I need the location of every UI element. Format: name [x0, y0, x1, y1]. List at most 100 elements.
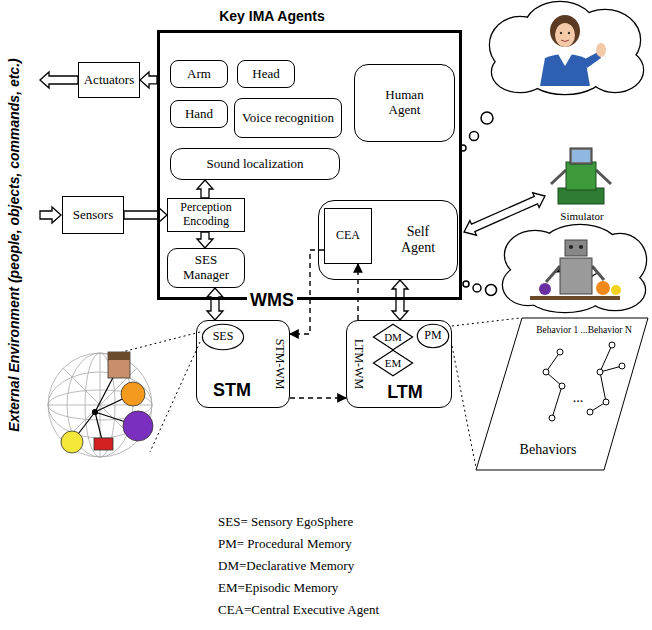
thought-cloud-fill-part: [492, 52, 548, 92]
ellipsis-label: ...: [573, 390, 584, 406]
agent-box: Self AgentCEA: [318, 200, 458, 280]
diamond-shape: [373, 350, 412, 375]
agent-region: Key IMA AgentsArmHeadHuman AgentHandVoic…: [157, 30, 462, 300]
robot-figure-part: [530, 296, 620, 300]
memory-box: LTMLTM-WMDMEMPM: [346, 320, 452, 408]
environment-label: External Environment (people, objects, c…: [6, 58, 22, 431]
memory-diamond: EM: [373, 350, 413, 376]
box-heading: Key IMA Agents: [219, 8, 325, 24]
egosphere-grid-part: [48, 353, 152, 457]
box-label: Perception Encoding: [172, 201, 240, 229]
human-figure-part: [596, 43, 606, 57]
human-figure-part: [560, 32, 562, 34]
robot-figure-part: [579, 245, 583, 249]
simulator-link-arrow: [464, 193, 545, 235]
egosphere-leader-lines: [122, 332, 200, 452]
memory-diamond: DM: [373, 324, 413, 350]
box-heading: STM: [213, 380, 251, 401]
agent-box: Head: [237, 60, 295, 88]
robot-figure-part: [565, 240, 587, 256]
diamond-outline: [373, 324, 413, 350]
dashed-arrow: [357, 264, 358, 320]
behaviors-panel-part: [476, 318, 648, 470]
behavior-graphs-part: [619, 363, 625, 369]
egosphere-links-part: [93, 410, 98, 415]
thought-bubbles-part: [486, 285, 497, 296]
panel-label: Behavior 1 ...Behavior N: [536, 325, 632, 336]
abbreviation-note: CEA=Central Executive Agent: [218, 603, 379, 618]
behavior-graphs-part: [587, 409, 593, 415]
memory-box: STMSTM-WMSES: [196, 320, 290, 408]
abbreviation-note: EM=Episodic Memory: [218, 581, 338, 596]
actuator-output-arrow: [40, 72, 78, 88]
ellipse-outline: [202, 324, 244, 350]
egosphere-objects: [61, 352, 153, 453]
thought-bubbles: [463, 281, 497, 296]
abbreviation-note: DM=Declarative Memory: [218, 559, 354, 574]
behavior-graphs-part: [603, 399, 609, 405]
human-figure-part: [555, 23, 575, 47]
simulator-robot-part: [566, 162, 596, 190]
robot-figure-part: [592, 266, 604, 280]
behavior-graphs-part: [590, 372, 606, 412]
human-figure-part: [568, 32, 570, 34]
robot-figure-part: [539, 283, 551, 295]
simulator-link-arrow-part: [464, 193, 545, 235]
thought-bubbles: [460, 112, 493, 151]
box-label: Sensors: [73, 208, 113, 223]
box-label: SES Manager: [172, 253, 240, 283]
abbreviation-note: SES= Sensory EgoSphere: [218, 515, 353, 530]
behaviors-panel: [476, 318, 648, 470]
block-arrow: [197, 180, 213, 198]
robot-figure-part: [560, 258, 592, 294]
process-box: Perception Encoding: [167, 198, 245, 232]
human-figure-part: [540, 54, 590, 86]
agent-box: Hand: [170, 100, 228, 128]
behavior-graphs: [543, 342, 625, 421]
ellipse-outline: [417, 324, 449, 348]
behavior-graphs-part: [559, 383, 565, 389]
robot-figure-part: [596, 281, 610, 295]
robot-cloud-outline: [503, 225, 646, 312]
agent-box: Human Agent: [354, 64, 455, 142]
behavior-graphs-part: [543, 369, 549, 375]
egosphere-leader-lines-part: [150, 342, 200, 452]
egosphere-objects-part: [108, 352, 130, 378]
sensor-input-arrow: [40, 207, 61, 223]
memory-ellipse: PM: [417, 324, 449, 348]
box-heading: Self Agent: [392, 224, 444, 256]
diamond-outline: [373, 350, 413, 376]
behavior-leader-lines-part: [452, 346, 476, 468]
ellipse-shape: [417, 324, 448, 348]
diamond-shape: [373, 324, 412, 349]
region-label: WMS: [247, 290, 297, 311]
box-label: EM: [385, 357, 402, 370]
box-side-label: LTM-WM: [351, 339, 365, 389]
box-side-label: STM-WM: [272, 339, 286, 390]
robot-figure-part: [611, 285, 621, 295]
human-figure: [540, 15, 606, 86]
block-arrow: [140, 72, 157, 88]
human-figure-part: [561, 40, 569, 42]
egosphere-objects-part: [94, 438, 113, 450]
egosphere-leader-lines-part: [122, 332, 200, 352]
thought-bubbles-part: [470, 132, 479, 141]
robot-cloud-fill: [503, 225, 646, 312]
robot-figure-part: [546, 266, 560, 282]
behavior-graphs-part: [609, 342, 615, 348]
thought-cloud-outline-part: [492, 52, 548, 92]
agent-box: Voice recognition: [234, 98, 342, 138]
block-arrow: [197, 232, 213, 248]
box-label: PM: [424, 329, 441, 343]
box-label: Sound localization: [206, 157, 303, 172]
agent-box: SES Manager: [167, 248, 245, 288]
robot-figure-part: [569, 245, 573, 249]
box-label: Head: [252, 67, 279, 82]
behavior-graphs-part: [597, 369, 603, 375]
behavior-graphs-part: [549, 415, 555, 421]
ellipse-shape: [202, 324, 243, 349]
actuator-output-arrow-part: [40, 72, 78, 88]
